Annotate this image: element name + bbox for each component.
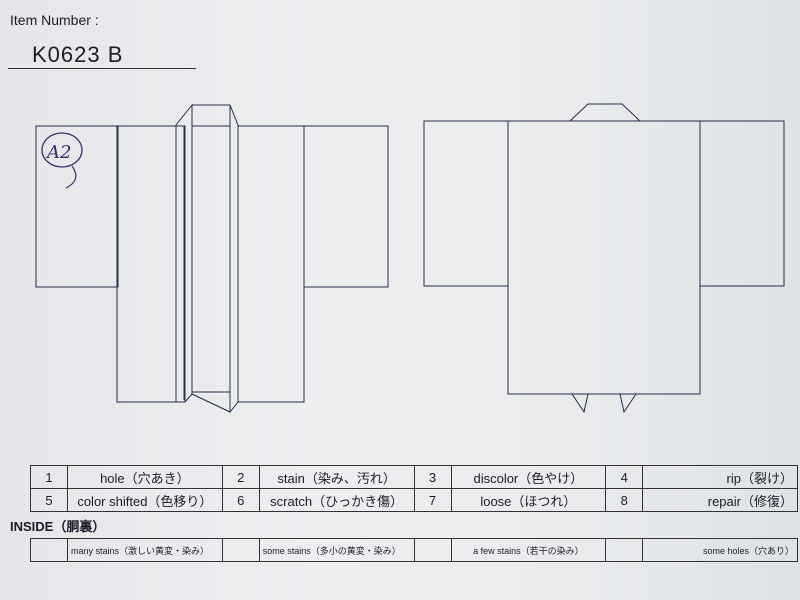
inside-checkbox[interactable]	[221, 538, 260, 562]
legend-number: 7	[413, 488, 452, 512]
back-hem-right	[619, 393, 637, 414]
front-left-collar	[175, 103, 193, 403]
legend-row: 1 hole（穴あき） 2 stain（染み、汚れ） 3 discolor（色や…	[30, 465, 798, 489]
legend-row: 5 color shifted（色移り） 6 scratch（ひっかき傷） 7 …	[30, 488, 798, 512]
legend-label: hole（穴あき）	[67, 465, 223, 489]
legend-number: 3	[413, 465, 452, 489]
legend-number: 8	[605, 488, 644, 512]
legend-number: 2	[221, 465, 260, 489]
inside-checkbox[interactable]	[413, 538, 452, 562]
front-left-sleeve	[35, 125, 119, 288]
back-body	[507, 120, 701, 395]
front-center-gap	[191, 125, 231, 393]
item-number-value: K0623 B	[32, 42, 124, 67]
back-hem-left	[571, 393, 589, 414]
front-right-sleeve	[303, 125, 389, 288]
inside-option-label: some holes（穴あり）	[642, 538, 798, 562]
front-right-panel	[237, 125, 305, 403]
damage-legend-table: 1 hole（穴あき） 2 stain（染み、汚れ） 3 discolor（色や…	[30, 465, 798, 512]
legend-number: 5	[30, 488, 68, 512]
back-left-sleeve	[423, 120, 509, 287]
inside-section-title: INSIDE（胴裏）	[10, 519, 106, 534]
front-view	[35, 103, 389, 414]
legend-number: 1	[30, 465, 68, 489]
front-right-collar	[229, 104, 239, 414]
back-collar	[568, 103, 642, 122]
legend-label: stain（染み、汚れ）	[258, 465, 415, 489]
inside-condition-table: many stains（激しい黄変・染み） some stains（多小の黄変・…	[30, 538, 798, 562]
legend-label: color shifted（色移り）	[67, 488, 223, 512]
legend-label: loose（ほつれ）	[450, 488, 607, 512]
legend-label: discolor（色やけ）	[450, 465, 607, 489]
legend-number: 6	[221, 488, 260, 512]
inside-checkbox[interactable]	[605, 538, 644, 562]
inside-option-label: a few stains（若干の染み）	[450, 538, 607, 562]
inside-checkbox[interactable]	[30, 538, 68, 562]
item-number-underline	[8, 68, 196, 69]
inside-option-label: some stains（多小の黄変・染み）	[258, 538, 415, 562]
handwritten-mark: A2	[41, 132, 83, 189]
legend-number: 4	[605, 465, 644, 489]
item-number-label: Item Number :	[10, 12, 99, 28]
inside-row: many stains（激しい黄変・染み） some stains（多小の黄変・…	[30, 538, 798, 562]
mark-text: A2	[45, 142, 71, 163]
legend-label: scratch（ひっかき傷）	[258, 488, 415, 512]
legend-label: rip（裂け）	[642, 465, 798, 489]
front-left-panel	[116, 125, 186, 403]
back-right-sleeve	[699, 120, 785, 287]
back-view	[423, 103, 785, 414]
legend-label: repair（修復）	[642, 488, 798, 512]
inside-option-label: many stains（激しい黄変・染み）	[67, 538, 223, 562]
